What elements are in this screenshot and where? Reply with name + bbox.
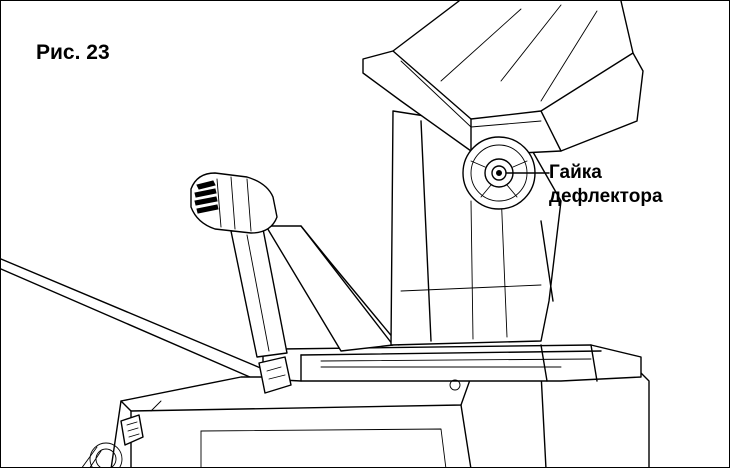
chute-base bbox=[258, 344, 642, 394]
deflector-nut-label: Гайка дефлектора bbox=[549, 161, 663, 209]
deflector-nut bbox=[462, 136, 536, 210]
crank-handle-grip bbox=[190, 172, 278, 234]
machine-body bbox=[81, 372, 650, 467]
callout-line-1: Гайка bbox=[549, 162, 602, 183]
chute-deflector bbox=[362, 1, 644, 154]
figure-title: Рис. 23 bbox=[36, 41, 110, 64]
crank-arm bbox=[230, 225, 400, 358]
callout-line-2: дефлектора bbox=[549, 186, 663, 207]
handle-rod bbox=[1, 258, 264, 382]
